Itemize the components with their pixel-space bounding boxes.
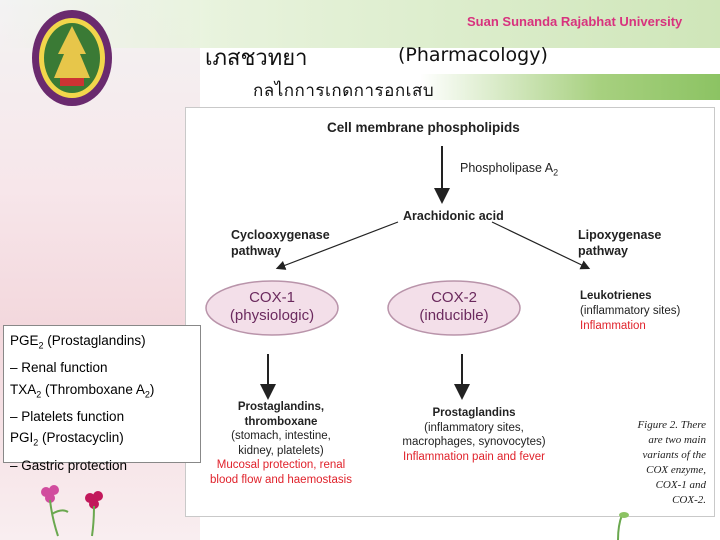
header-band: [0, 0, 720, 48]
info-line-pge2: PGE2 (Prostaglandins): [10, 333, 146, 351]
cell-membrane-label: Cell membrane phospholipids: [327, 120, 520, 135]
university-seal-logo: [32, 10, 112, 106]
arachidonic-acid-label: Arachidonic acid: [403, 209, 504, 223]
leukotrienes-block: Leukotrienes (inflammatory sites) Inflam…: [580, 290, 681, 332]
info-line-platelets: – Platelets function: [10, 408, 125, 424]
cox2-label: COX-2(inducible): [419, 289, 489, 324]
info-line-gastric: – Gastric protection: [10, 457, 128, 473]
arrow-aa-to-lox: [491, 221, 591, 270]
cox-pathway-figure: Cell membrane phospholipids Phospholipas…: [185, 107, 715, 517]
info-line-txa2: TXA2 (Thromboxane A2): [10, 381, 155, 400]
page-title-thai: เภสชวทยา: [205, 46, 308, 71]
info-line-renal: – Renal function: [10, 360, 108, 376]
page-subtitle: กลไกการเกดการอกเสบ: [253, 81, 435, 101]
cox2-ellipse: [387, 280, 521, 336]
page-title-english: (Pharmacology): [398, 44, 548, 66]
subtitle-band: [420, 74, 720, 100]
university-name: Suan Sunanda Rajabhat University: [467, 14, 683, 29]
prostaglandins-thromboxane-block: Prostaglandins, thromboxane (stomach, in…: [210, 401, 352, 486]
prostaglandins-block: Prostaglandins (inflammatory sites, macr…: [402, 407, 546, 463]
cox1-label: COX-1(physiologic): [229, 289, 315, 324]
figure-caption: Figure 2. There are two main variants of…: [637, 419, 706, 506]
flower-decoration-icon: [41, 485, 103, 537]
cox1-ellipse: [205, 280, 339, 336]
info-line-pgi2: PGI2 (Prostacyclin): [10, 430, 124, 449]
phospholipase-label: Phospholipase A2: [460, 161, 559, 178]
pathway-arrows: [205, 146, 591, 400]
sprout-decoration-icon: [617, 512, 629, 540]
prostanoid-info-box: PGE2 (Prostaglandins) – Renal function T…: [3, 325, 201, 473]
arrow-aa-to-cox: [275, 221, 399, 270]
